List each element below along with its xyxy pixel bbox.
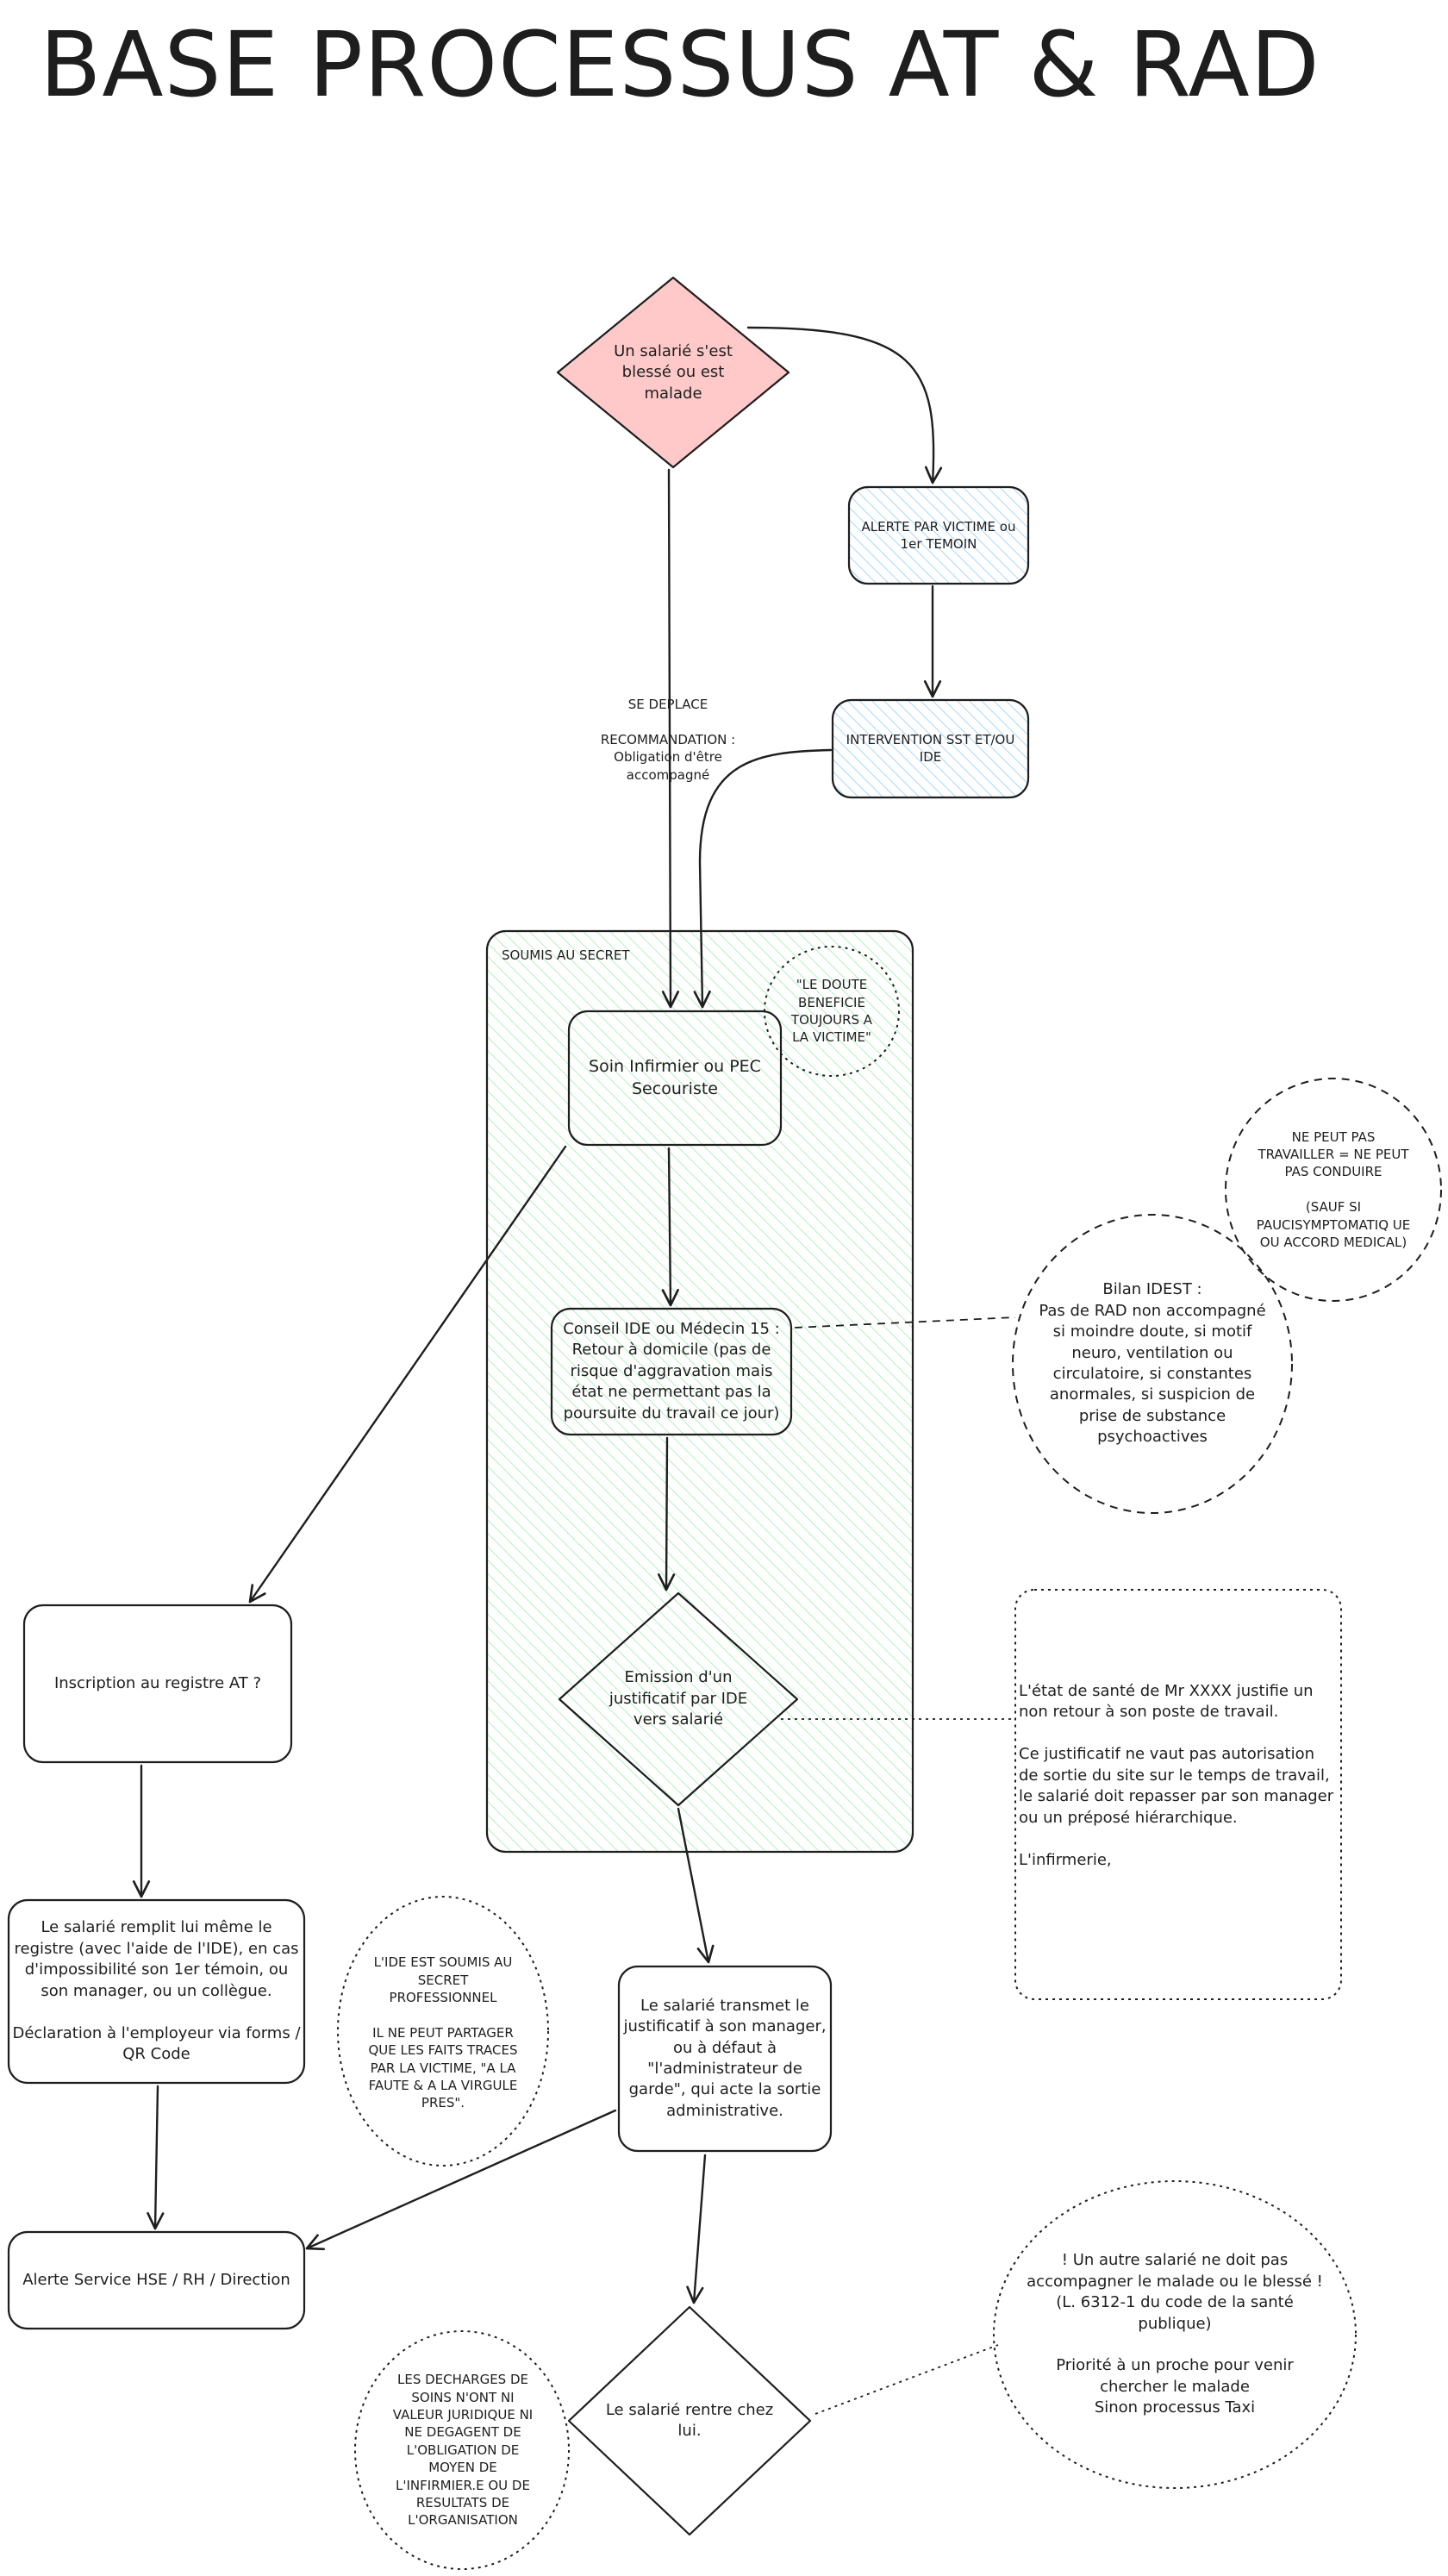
soin-box (567, 1010, 783, 1147)
node-inscription-registre: Inscription au registre AT ? (53, 1673, 262, 1692)
node-salarie-rentre: Le salarié rentre chez lui. (605, 2400, 774, 2440)
justificatif-note-box (1014, 1589, 1342, 2000)
node-alerte-victime: ALERTE PAR VICTIME ou 1er TEMOIN (861, 518, 1016, 552)
arrow-transmet-to-hse (305, 2109, 617, 2251)
node-salarie-transmet: Le salarié transmet le justificatif à so… (623, 1996, 827, 2120)
node-salarie-remplit: Le salarié remplit lui même le registre … (12, 1918, 301, 2064)
conseil-box (550, 1307, 793, 1436)
ne-peut-pas-note-ellipse (1225, 1078, 1442, 1302)
arrow-intervention-to-soin (693, 748, 833, 1009)
zone-label-secret: SOUMIS AU SECRET (502, 947, 630, 963)
decharges-note-ellipse (354, 2330, 570, 2570)
note-doute: "LE DOUTE BENEFICIE TOUJOURS A LA VICTIM… (790, 977, 873, 1046)
secret-zone (485, 929, 914, 1854)
edge-label-se-deplace: SE DEPLACE RECOMMANDATION : Obligation d… (600, 697, 736, 783)
arrow-emission-to-transmet (677, 1807, 715, 1964)
arrow-start-to-alerte (746, 326, 943, 485)
node-alerte-hse: Alerte Service HSE / RH / Direction (22, 2270, 290, 2289)
emission-diamond (558, 1591, 799, 1807)
hse-box (7, 2230, 306, 2330)
doute-note-ellipse (764, 946, 900, 1077)
arrow-remplit-to-hse (147, 2085, 165, 2230)
node-intervention-sst: INTERVENTION SST ET/OU IDE (846, 731, 1015, 765)
arrow-soin-to-conseil (661, 1147, 679, 1307)
autre-salarie-note-ellipse (993, 2180, 1357, 2489)
remplit-box (7, 1898, 306, 2085)
node-conseil-ide: Conseil IDE ou Médecin 15 : Retour à dom… (563, 1319, 780, 1422)
note-ne-peut-pas: NE PEUT PAS TRAVAILLER = NE PEUT PAS CON… (1256, 1129, 1411, 1250)
note-decharges: LES DECHARGES DE SOINS N'ONT NI VALEUR J… (392, 2372, 534, 2529)
alert-box (847, 485, 1030, 585)
rentre-diamond (567, 2305, 812, 2536)
arrow-start-to-soin (661, 468, 680, 1009)
diagram-title: BASE PROCESSUS AT & RAD (40, 12, 1320, 117)
note-bilan-idest: Bilan IDEST : Pas de RAD non accompagné … (1039, 1280, 1266, 1447)
start-diamond (556, 276, 790, 469)
node-salarie-blesse: Un salarié s'est blessé ou est malade (614, 341, 733, 403)
connector-rentre-to-autre (814, 2344, 999, 2415)
note-autre-salarie: ! Un autre salarié ne doit pas accompagn… (1027, 2251, 1323, 2417)
transmet-box (617, 1965, 833, 2153)
bilan-note-ellipse (1012, 1214, 1293, 1514)
node-soin-infirmier: Soin Infirmier ou PEC Secouriste (589, 1057, 761, 1098)
registre-box (22, 1604, 293, 1764)
arrow-transmet-to-rentre (686, 2154, 707, 2304)
ide-secret-note-ellipse (337, 1896, 549, 2166)
note-ide-secret: L'IDE EST SOUMIS AU SECRET PROFESSIONNEL… (368, 1954, 518, 2111)
connector-conseil-to-bilan (794, 1316, 1016, 1329)
arrow-conseil-to-emission (657, 1436, 676, 1591)
node-emission-justificatif: Emission d'un justificatif par IDE vers … (609, 1668, 748, 1729)
intervention-box (831, 698, 1030, 799)
note-justificatif-texte: L'état de santé de Mr XXXX justifie un n… (1019, 1681, 1334, 1869)
arrow-soin-to-registre (248, 1145, 567, 1604)
